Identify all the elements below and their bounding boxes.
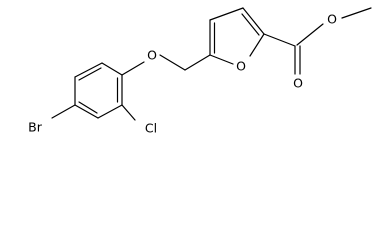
bond-ch2-c5furan xyxy=(184,54,211,71)
bond-o-ch2 xyxy=(159,54,186,71)
bond-c6-c1 xyxy=(74,62,103,78)
atom-label-carbonyl-o: O xyxy=(293,76,303,91)
structural-formula: Br Cl O O O O xyxy=(28,7,372,136)
bond-f2-ccarbonyl xyxy=(263,33,296,47)
bond-f4-f3 xyxy=(209,7,244,21)
atom-label-ether-o: O xyxy=(147,48,157,63)
bond-f3-f2-inner xyxy=(241,13,260,36)
bond-c-oester xyxy=(296,23,324,46)
bond-o-f5 xyxy=(209,54,234,65)
atom-label-br: Br xyxy=(28,120,43,135)
atom-label-ester-o: O xyxy=(327,12,337,27)
bond-oester-methyl xyxy=(341,7,372,19)
bond-c4-c5 xyxy=(74,104,99,119)
bond-c5-br xyxy=(51,104,76,119)
benzene-ring xyxy=(74,62,123,119)
bond-c3-c4 xyxy=(97,104,123,119)
atom-label-furan-o: O xyxy=(236,59,246,74)
bond-c6-c1-inner xyxy=(78,67,102,81)
structure-canvas: Br Cl O O O O xyxy=(28,7,372,136)
atom-label-cl: Cl xyxy=(145,121,157,136)
furan-ring xyxy=(209,7,265,65)
bond-c1-c2 xyxy=(101,62,123,76)
bond-f3-f2 xyxy=(242,7,265,35)
bond-c2-o xyxy=(121,61,145,76)
bond-c4-c5-inner xyxy=(78,101,98,114)
bond-c3-cl xyxy=(121,104,136,121)
bond-f2-o xyxy=(249,33,265,57)
